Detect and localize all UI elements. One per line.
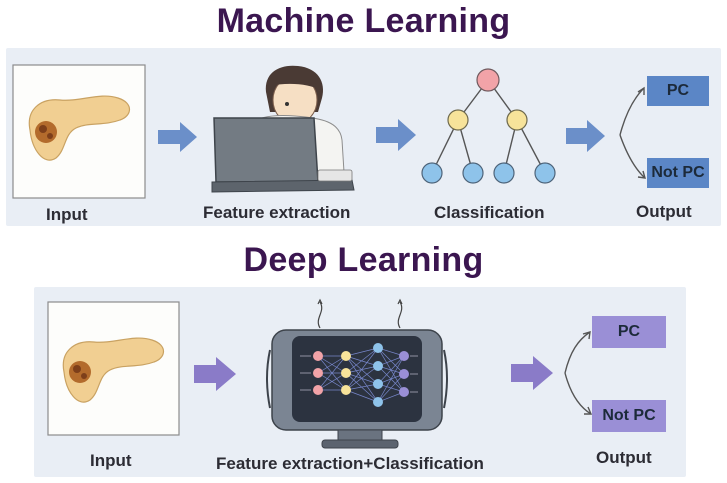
ml-output-branches: [619, 86, 646, 179]
ml-arrow-3: [566, 120, 605, 152]
ml-output-pc-text: PC: [666, 82, 690, 99]
dl-output-pc: PC: [592, 316, 666, 348]
ml-arrow-2: [376, 119, 416, 151]
ml-input-label: Input: [46, 205, 88, 224]
ml-output-pc: PC: [647, 76, 709, 106]
dl-combined-label: Feature extraction+Classification: [216, 454, 484, 473]
dl-output-not-pc-text: Not PC: [602, 407, 656, 424]
person-laptop-illustration: [211, 65, 355, 193]
ml-input-image: [12, 64, 146, 199]
ml-feature-extraction-label: Feature extraction: [203, 203, 351, 222]
ml-output-not-pc-text: Not PC: [651, 164, 705, 181]
dl-arrow-2: [511, 356, 553, 390]
dl-output-not-pc: Not PC: [592, 400, 666, 432]
neural-network-monitor: [266, 298, 448, 449]
dl-input-label: Input: [90, 451, 132, 470]
classification-tree: [421, 68, 556, 184]
machine-learning-title: Machine Learning: [216, 2, 511, 40]
deep-learning-title: Deep Learning: [243, 241, 484, 279]
dl-output-branches: [564, 331, 593, 415]
ml-arrow-1: [158, 122, 197, 152]
dl-input-image: [47, 301, 180, 436]
dl-output-pc-text: PC: [617, 323, 641, 340]
ml-classification-label: Classification: [434, 203, 545, 222]
dl-output-label: Output: [596, 448, 652, 467]
ml-output-not-pc: Not PC: [647, 158, 709, 188]
ml-output-label: Output: [636, 202, 692, 221]
dl-arrow-1: [194, 357, 236, 391]
